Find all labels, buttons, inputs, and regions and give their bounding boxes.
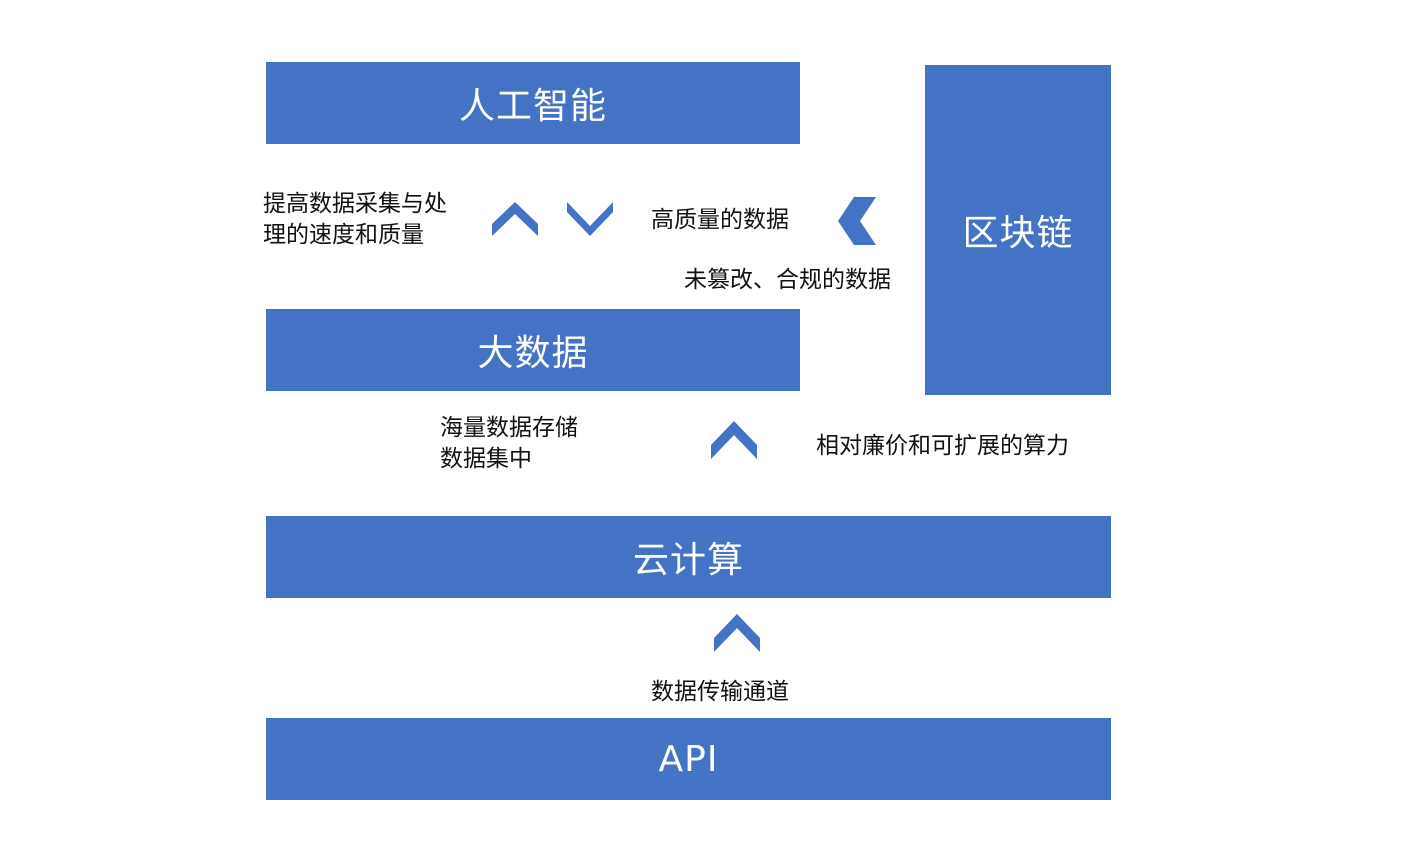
big-data-block: 大数据 (266, 309, 800, 391)
api-block: API (266, 718, 1111, 800)
cloud-block: 云计算 (266, 516, 1111, 598)
ai-block: 人工智能 (266, 62, 800, 144)
blockchain-block-label: 区块链 (962, 213, 1074, 254)
chevron-up-icon (714, 614, 760, 652)
storage-label: 海量数据存储 数据集中 (440, 413, 578, 475)
chevron-up-icon (492, 202, 538, 236)
data-channel-label: 数据传输通道 (651, 679, 789, 705)
compute-power-label: 相对廉价和可扩展的算力 (816, 433, 1069, 459)
big-data-block-label: 大数据 (477, 333, 589, 374)
chevron-up-icon (711, 421, 757, 459)
chevron-down-icon (567, 202, 613, 236)
api-block-label: API (658, 738, 719, 780)
cloud-block-label: 云计算 (632, 540, 744, 581)
tamper-proof-data-label: 未篡改、合规的数据 (684, 267, 891, 293)
blockchain-block: 区块链 (925, 65, 1111, 395)
high-quality-data-label: 高质量的数据 (651, 207, 789, 233)
chevron-left-icon (838, 197, 876, 245)
ai-bigdata-speed-label: 提高数据采集与处 理的速度和质量 (263, 189, 447, 251)
storage-line1: 海量数据存储 (440, 415, 578, 441)
storage-line2: 数据集中 (440, 446, 532, 472)
ai-block-label: 人工智能 (458, 86, 607, 127)
ai-bigdata-speed-line2: 理的速度和质量 (263, 222, 424, 248)
ai-bigdata-speed-line1: 提高数据采集与处 (263, 191, 447, 217)
